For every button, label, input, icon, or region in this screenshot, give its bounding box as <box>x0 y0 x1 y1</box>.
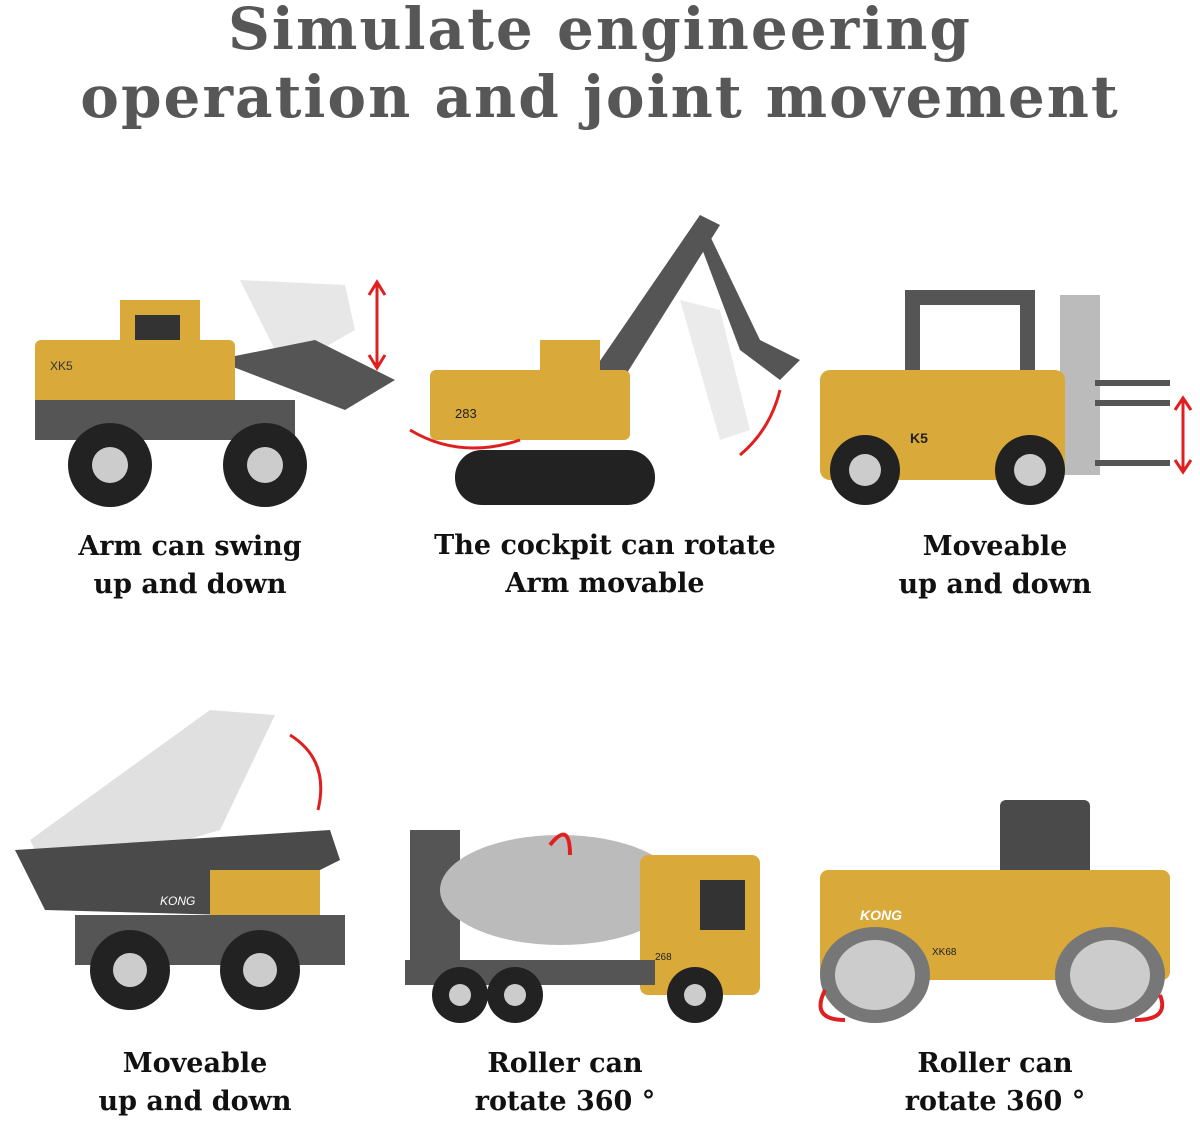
rotate-arrow-icon <box>409 389 782 457</box>
caption-excavator: The cockpit can rotate Arm movable <box>425 527 785 603</box>
up-down-arrow-icon <box>1173 395 1193 475</box>
dump-truck-badge: KONG <box>160 894 195 908</box>
up-down-arrow-icon <box>367 279 387 371</box>
caption-line: Arm movable <box>505 568 705 599</box>
caption-line: The cockpit can rotate <box>434 530 776 561</box>
excavator-image: 283 <box>409 215 800 505</box>
caption-dump-truck: Moveable up and down <box>15 1045 375 1121</box>
wheel-loader-image: XK5 <box>35 279 395 507</box>
caption-line: up and down <box>93 569 287 600</box>
loader-badge: XK5 <box>50 359 73 373</box>
swing-arrow-icon <box>289 733 323 811</box>
title-line-1: Simulate engineering <box>228 0 972 63</box>
caption-line: Moveable <box>122 1048 268 1079</box>
caption-line: Moveable <box>922 531 1068 562</box>
dump-truck-image: KONG <box>15 710 345 1010</box>
rotate-arrow-icon <box>818 989 1165 1022</box>
forklift-image: K5 <box>820 290 1193 505</box>
caption-forklift: Moveable up and down <box>815 528 1175 604</box>
cement-mixer-image: 268 <box>405 830 760 1023</box>
road-roller-image: KONG XK68 <box>818 800 1170 1023</box>
caption-mixer: Roller can rotate 360 ° <box>385 1045 745 1121</box>
caption-roller: Roller can rotate 360 ° <box>815 1045 1175 1121</box>
caption-line: Roller can <box>487 1048 643 1079</box>
caption-line: rotate 360 ° <box>904 1086 1086 1117</box>
title-line-2: operation and joint movement <box>80 63 1120 131</box>
excavator-badge: 283 <box>455 406 477 421</box>
caption-line: up and down <box>98 1086 292 1117</box>
roller-badge: XK68 <box>932 947 957 958</box>
caption-line: Arm can swing <box>78 531 302 562</box>
caption-line: Roller can <box>917 1048 1073 1079</box>
rotate-arrow-icon <box>548 832 572 856</box>
roller-brand: KONG <box>860 907 902 923</box>
caption-loader: Arm can swing up and down <box>10 528 370 604</box>
mixer-badge: 268 <box>655 952 672 963</box>
caption-line: up and down <box>898 569 1092 600</box>
forklift-badge: K5 <box>910 430 928 446</box>
caption-line: rotate 360 ° <box>474 1086 656 1117</box>
